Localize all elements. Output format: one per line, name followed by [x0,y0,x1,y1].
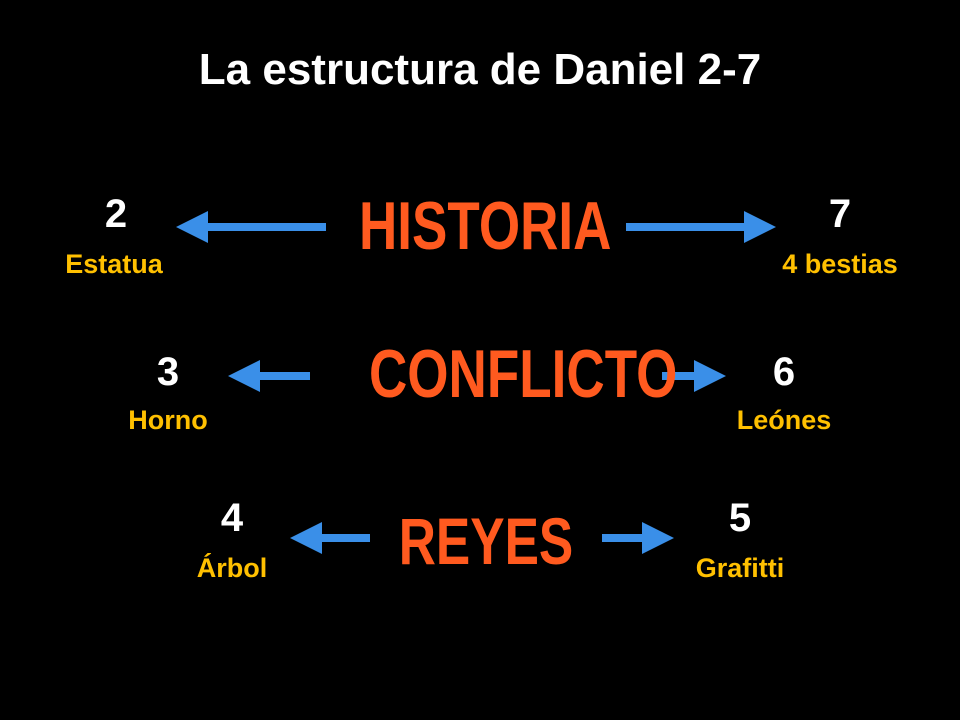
theme-conflicto: CONFLICTO [369,336,678,412]
chapter-number-left-row1: 2 [104,192,128,236]
chapter-label-right-row2: Leónes [736,405,832,435]
chapter-label-right-row3: Grafitti [695,553,785,583]
chapter-label-left-row3: Árbol [196,553,268,583]
chapter-label-right-row1: 4 bestias [782,249,898,279]
chapter-number-right-row2: 6 [772,350,796,394]
chapter-label-left-row1: Estatua [65,249,163,279]
theme-historia: HISTORIA [359,188,612,264]
chapter-label-left-row2: Horno [128,405,208,435]
chapter-number-left-row3: 4 [220,496,244,540]
slide-title: La estructura de Daniel 2-7 [198,45,762,94]
theme-reyes: REYES [398,504,574,578]
chapter-number-left-row2: 3 [156,350,180,394]
chapter-number-right-row3: 5 [728,496,752,540]
chapter-number-right-row1: 7 [828,192,852,236]
